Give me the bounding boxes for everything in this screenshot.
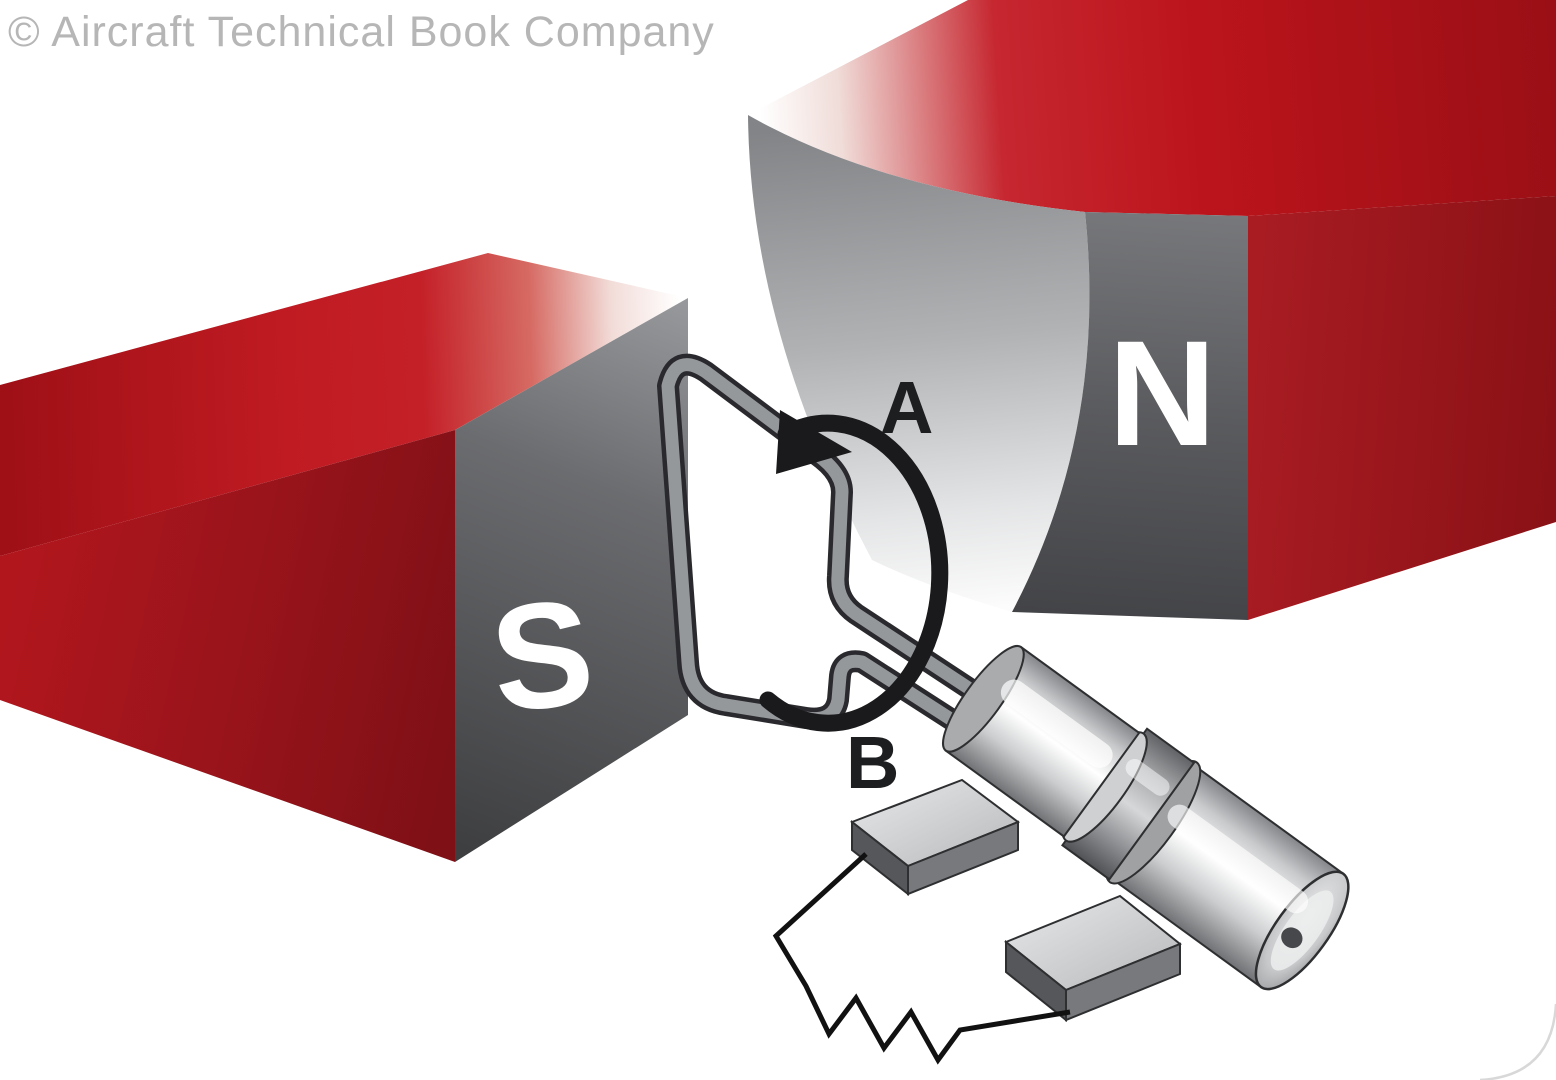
left-magnet: S (0, 253, 688, 862)
right-magnet-pole-flat-face (1012, 212, 1248, 620)
left-magnet-top-face (0, 253, 688, 556)
slip-ring-2-highlight (1125, 758, 1170, 796)
south-pole-label: S (484, 566, 601, 744)
right-magnet-side-face (1248, 196, 1556, 620)
rotation-arrow-arc (759, 414, 949, 732)
right-magnet-top-face (748, 0, 1556, 216)
brush-2 (1004, 894, 1182, 1023)
shaft-highlight (1167, 804, 1309, 914)
left-magnet-front-face (0, 430, 455, 862)
armature-loop (657, 353, 1031, 767)
slip-ring-1-highlight (1000, 679, 1113, 768)
left-magnet-pole-face (455, 298, 688, 862)
right-magnet: N (748, 0, 1556, 620)
rotation-arrow-head (776, 410, 852, 474)
slip-ring-assembly (942, 644, 1350, 991)
load-circuit-resistor (772, 852, 1071, 1065)
copyright-watermark: © Aircraft Technical Book Company (8, 8, 715, 56)
armature-loop-wire-core (661, 358, 1027, 763)
loop-side-a-label: A (880, 366, 933, 449)
right-magnet-concave-pole-face (748, 115, 1090, 612)
brush-2-side (1005, 939, 1067, 1023)
slip-ring-1-near-rim (942, 644, 1025, 753)
brush-1 (849, 778, 1021, 897)
loop-side-b-label: B (846, 721, 899, 804)
rotation-arrow-icon (759, 410, 949, 732)
brush-1-side (851, 819, 909, 897)
shaft-end-dot (1281, 927, 1303, 949)
page-corner-curve (1479, 1003, 1556, 1080)
shaft-end-cap-inner (1270, 890, 1334, 971)
north-pole-label: N (1108, 309, 1216, 477)
